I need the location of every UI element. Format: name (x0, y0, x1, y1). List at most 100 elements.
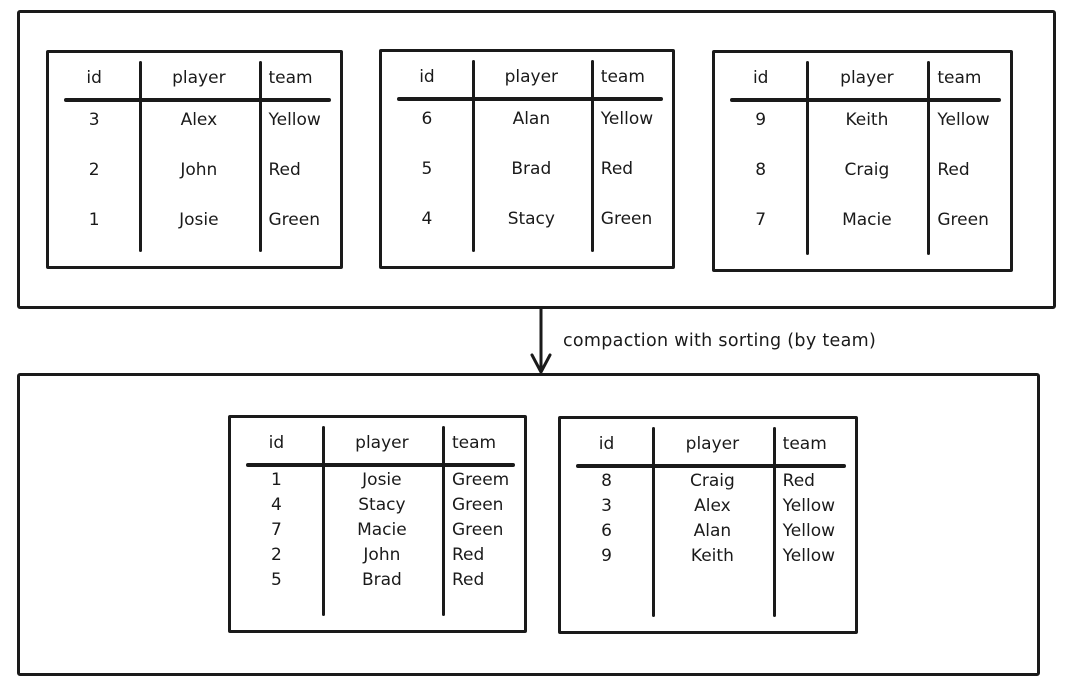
table-header-row: id player team (715, 53, 1010, 97)
column-header-id: id (752, 68, 769, 88)
cell-player: John (363, 544, 401, 565)
cell-player: Stacy (358, 494, 406, 515)
cell-player: Alex (180, 110, 218, 130)
column-divider-line (652, 427, 656, 617)
column-header-id: id (419, 67, 435, 87)
column-header-team: team (268, 68, 313, 88)
column-divider-line (806, 61, 810, 255)
compaction-arrow-icon (530, 308, 552, 374)
cell-id: 1 (88, 210, 100, 230)
header-underline (246, 463, 515, 467)
column-header-id: id (86, 68, 102, 88)
cell-team: Red (268, 160, 301, 180)
cell-player: Craig (844, 160, 890, 180)
cell-team: Red (451, 544, 485, 565)
column-divider-line (927, 61, 931, 255)
header-underline (730, 98, 1001, 102)
post-compaction-group-box (17, 373, 1040, 676)
cell-team: Yellow (782, 545, 835, 566)
cell-player: Craig (689, 470, 735, 491)
table-row: 2 John Red (231, 542, 524, 567)
column-header-team: team (782, 434, 827, 454)
cell-player: Keith (845, 110, 889, 130)
cell-team: Yellow (600, 109, 654, 129)
column-divider-line (441, 426, 445, 616)
cell-player: Stacy (507, 209, 555, 229)
cell-id: 2 (88, 160, 100, 180)
cell-team: Yellow (782, 495, 835, 516)
cell-team: Greem (451, 469, 510, 490)
column-divider-line (590, 60, 594, 252)
cell-id: 8 (755, 160, 767, 180)
column-header-team: team (937, 68, 982, 88)
column-header-player: player (172, 68, 226, 88)
cell-id: 2 (271, 544, 282, 565)
column-header-id: id (268, 433, 285, 453)
cell-player: Brad (361, 569, 402, 590)
column-header-player: player (504, 67, 559, 87)
cell-id: 4 (271, 494, 282, 515)
column-header-team: team (600, 67, 645, 87)
cell-team: Yellow (937, 110, 990, 130)
table-header-row: id player team (382, 52, 672, 96)
table-row: 7 Macie Green (231, 517, 524, 542)
column-divider-line (258, 61, 262, 252)
cell-id: 6 (421, 109, 433, 129)
header-underline (64, 98, 331, 102)
cell-id: 3 (601, 495, 612, 516)
cell-player: Alex (694, 495, 731, 516)
cell-team: Green (451, 519, 504, 540)
header-underline (576, 464, 846, 468)
cell-team: Green (451, 494, 504, 515)
cell-id: 5 (421, 159, 433, 179)
cell-team: Green (937, 210, 989, 230)
column-header-player: player (355, 433, 409, 453)
cell-team: Yellow (782, 520, 835, 541)
cell-team: Green (268, 210, 320, 230)
cell-team: Red (600, 159, 634, 179)
column-header-team: team (451, 433, 497, 453)
cell-team: Yellow (268, 110, 321, 130)
table-row: 7 Macie Green (715, 197, 1010, 243)
cell-id: 9 (755, 110, 767, 130)
cell-team: Red (782, 470, 815, 491)
cell-player: Macie (357, 519, 407, 540)
column-divider-line (139, 61, 143, 252)
table-row: 1 Josie Greem (231, 467, 524, 492)
table-header-row: id player team (231, 418, 524, 462)
column-header-id: id (598, 434, 615, 454)
cell-player: Macie (842, 210, 892, 230)
cell-id: 9 (601, 545, 612, 566)
cell-player: Josie (362, 469, 402, 490)
column-divider-line (471, 60, 475, 252)
cell-id: 3 (88, 110, 100, 130)
column-divider-line (321, 426, 325, 616)
column-header-player: player (840, 68, 894, 88)
table-row: 6 Alan Yellow (382, 96, 672, 142)
table-header-row: id player team (49, 53, 340, 97)
cell-player: Alan (512, 109, 551, 129)
cell-id: 1 (271, 469, 282, 490)
table-row: 9 Keith Yellow (715, 97, 1010, 143)
cell-id: 5 (271, 569, 282, 590)
cell-id: 7 (755, 210, 767, 230)
cell-player: Brad (511, 159, 552, 179)
table-row: 4 Stacy Green (231, 492, 524, 517)
cell-id: 7 (271, 519, 282, 540)
